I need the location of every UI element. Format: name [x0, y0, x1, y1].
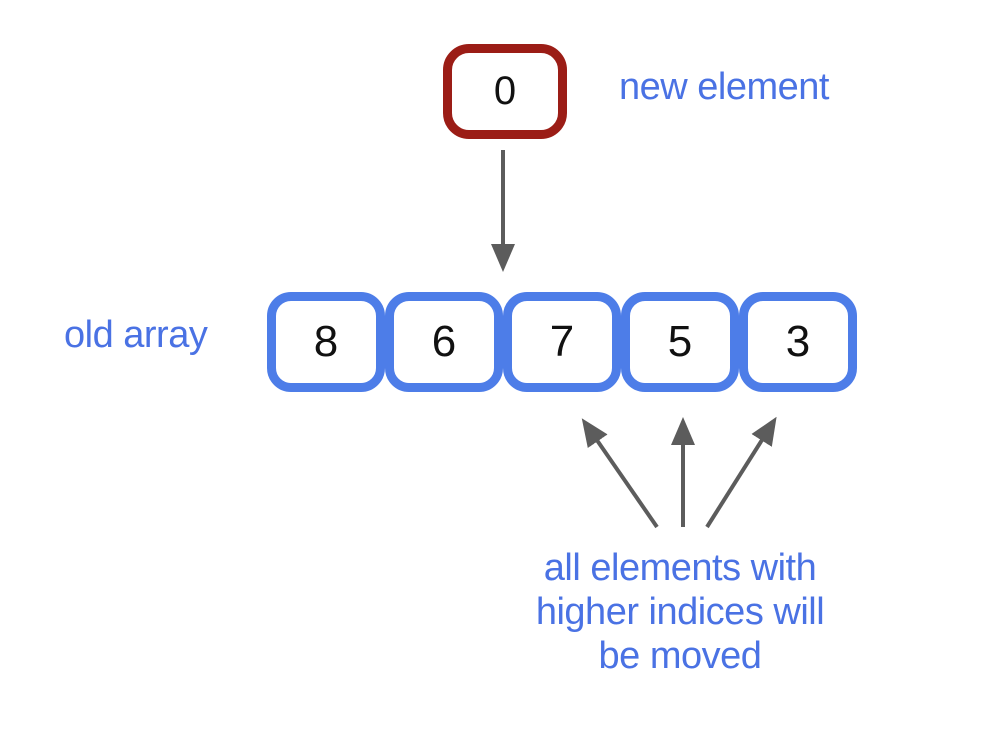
- new-element-label: new element: [619, 66, 829, 108]
- move-arrow-left: [581, 418, 659, 529]
- array-cell: 5: [621, 292, 739, 392]
- annotation-note: all elements with higher indices will be…: [497, 546, 863, 678]
- annotation-line: all elements with: [543, 547, 817, 589]
- old-array-label: old array: [64, 314, 208, 356]
- array-cell: 8: [267, 292, 385, 392]
- old-array-row: 8 6 7 5 3: [267, 292, 857, 392]
- array-cell-value: 7: [549, 317, 575, 366]
- array-cell: 7: [503, 292, 621, 392]
- array-cell: 6: [385, 292, 503, 392]
- array-cell-value: 5: [667, 317, 693, 366]
- array-cell-value: 6: [431, 317, 457, 366]
- array-cell-value: 3: [785, 317, 811, 366]
- new-element-value: 0: [493, 69, 517, 113]
- annotation-line: be moved: [598, 635, 762, 677]
- move-arrow-right: [705, 416, 777, 529]
- annotation-line: higher indices will: [535, 591, 825, 633]
- array-cell: 3: [739, 292, 857, 392]
- new-element-box: 0: [443, 44, 567, 139]
- array-cell-value: 8: [313, 317, 339, 366]
